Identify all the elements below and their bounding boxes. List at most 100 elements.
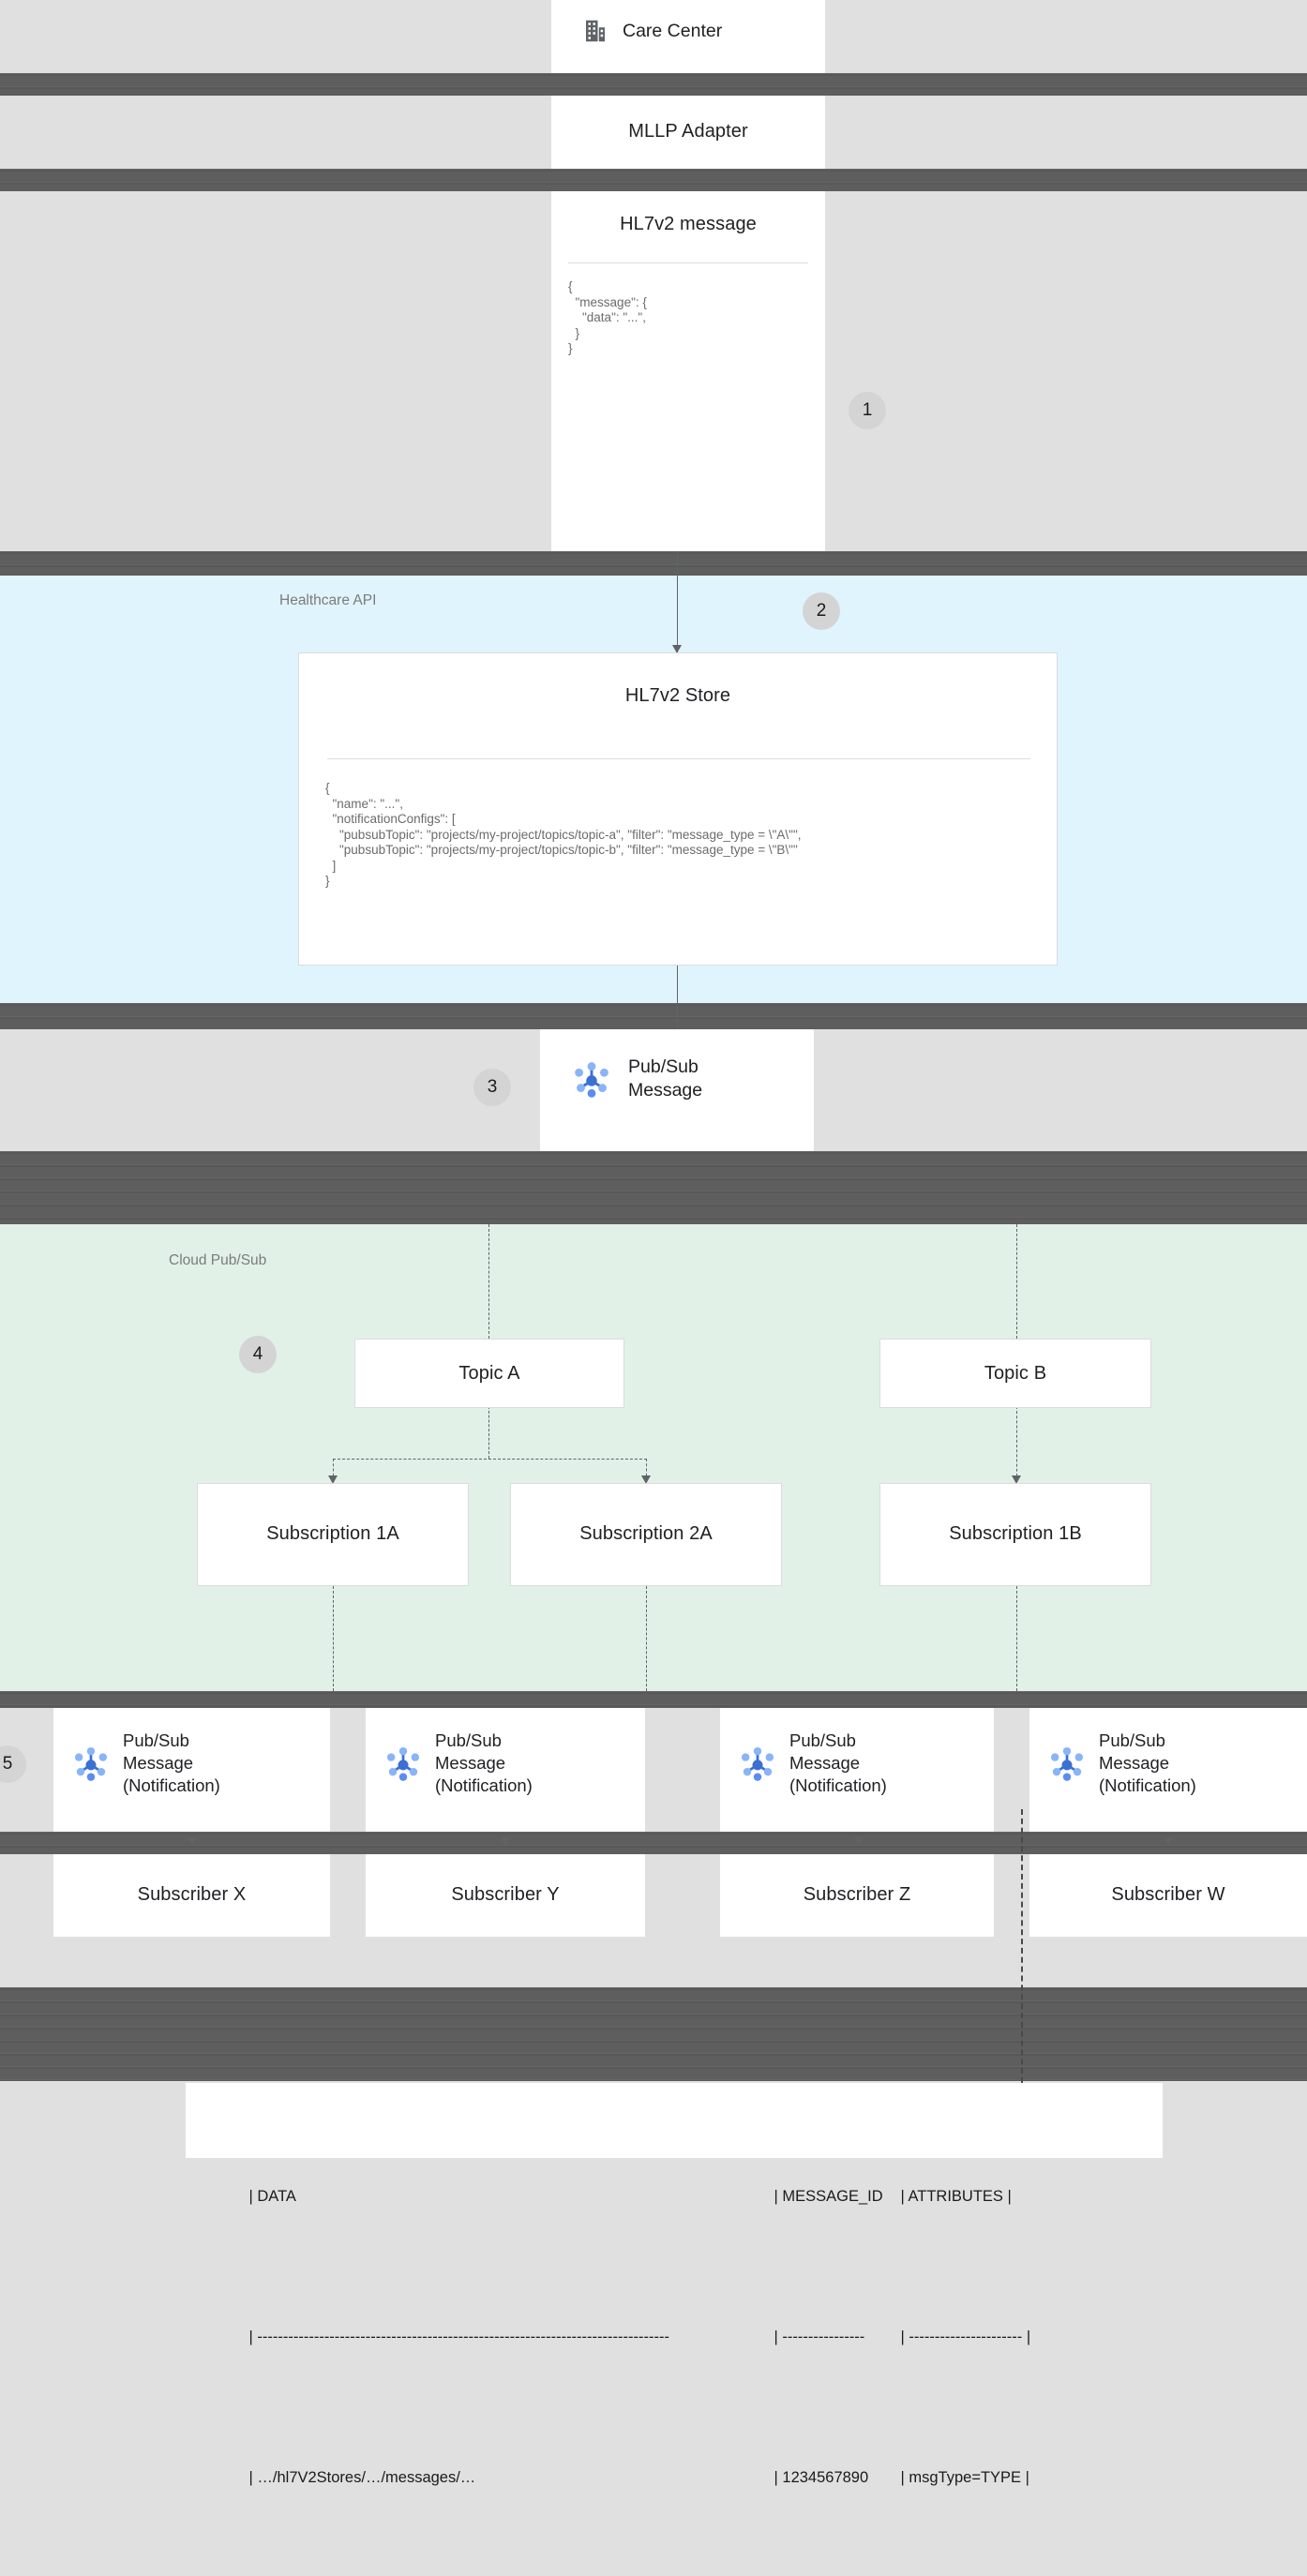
connector-sub1b-down <box>1016 1586 1017 1691</box>
subscriber-x-node[interactable]: Subscriber X <box>53 1854 330 1937</box>
notification-message-z[interactable]: Pub/Sub Message (Notification) <box>720 1708 994 1832</box>
notification-x-content: Pub/Sub Message (Notification) <box>70 1730 220 1797</box>
output-table-header-data: | DATA <box>248 2188 296 2205</box>
hl7v2-message-node[interactable]: HL7v2 message { "message": { "data": "..… <box>551 191 825 551</box>
notification-y-content: Pub/Sub Message (Notification) <box>383 1730 533 1797</box>
connector-topic-a-down <box>488 1406 489 1459</box>
building-icon <box>581 17 609 45</box>
notification-y-label: Pub/Sub Message (Notification) <box>435 1730 533 1795</box>
output-table-data-row: | …/hl7V2Stores/…/messages/… | 1234567890… <box>223 2435 1030 2520</box>
arrow-to-subscriber-y <box>501 1837 510 1846</box>
arrow-to-subscription-1a <box>328 1475 338 1484</box>
connector-pubsub-to-topic-a <box>488 1224 489 1339</box>
band-dark-5 <box>0 1151 1307 1224</box>
arrow-to-subscriber-w <box>1164 1837 1173 1846</box>
step-badge-1: 1 <box>849 392 886 429</box>
mllp-adapter-label: MLLP Adapter <box>628 121 748 142</box>
pubsub-icon <box>570 1057 613 1101</box>
subscriber-z-label: Subscriber Z <box>803 1884 911 1905</box>
band-dark-2 <box>0 169 1307 191</box>
topic-a-node[interactable]: Topic A <box>354 1339 624 1408</box>
arrow-to-subscription-2a <box>641 1475 651 1484</box>
cloud-pubsub-region <box>0 1224 1307 1691</box>
band-dark-8 <box>0 1987 1307 2081</box>
connector-pubsub-to-topic-b <box>1016 1224 1017 1339</box>
connector-sub2a-down <box>646 1586 647 1691</box>
pubsub-message-content: Pub/Sub Message <box>570 1056 702 1102</box>
subscriber-w-label: Subscriber W <box>1111 1884 1225 1905</box>
connector-store-to-pubsub <box>677 966 678 1059</box>
band-dark-4 <box>0 1003 1307 1029</box>
step-badge-3-label: 3 <box>487 1077 498 1097</box>
hl7v2-store-code: { "name": "...", "notificationConfigs": … <box>325 781 802 888</box>
hl7v2-message-code: { "message": { "data": "...", } } <box>568 279 647 355</box>
output-table-header-row: | DATA | MESSAGE_ID | ATTRIBUTES | <box>223 2154 1030 2239</box>
step-badge-3: 3 <box>473 1069 511 1106</box>
care-center-content: Care Center <box>581 17 722 45</box>
subscription-1b-node[interactable]: Subscription 1B <box>879 1483 1151 1586</box>
subscription-1b-label: Subscription 1B <box>949 1523 1082 1544</box>
notification-z-label: Pub/Sub Message (Notification) <box>789 1730 887 1795</box>
output-table-header-attributes: | ATTRIBUTES | <box>900 2188 1012 2205</box>
hl7v2-message-divider <box>568 262 808 263</box>
mllp-adapter-node[interactable]: MLLP Adapter <box>551 96 825 169</box>
arrow-to-hl7v2-store <box>672 645 682 653</box>
subscriber-w-node[interactable]: Subscriber W <box>1029 1854 1307 1937</box>
care-center-node[interactable]: Care Center <box>551 0 825 73</box>
notification-x-label: Pub/Sub Message (Notification) <box>123 1730 220 1795</box>
pubsub-icon <box>1046 1743 1088 1784</box>
band-dark-7 <box>0 1832 1307 1854</box>
subscription-1a-label: Subscription 1A <box>266 1523 399 1544</box>
subscription-2a-label: Subscription 2A <box>579 1523 713 1544</box>
healthcare-api-label: Healthcare API <box>279 592 377 608</box>
step-badge-2: 2 <box>803 592 840 630</box>
notification-message-y[interactable]: Pub/Sub Message (Notification) <box>366 1708 645 1832</box>
output-table-row-attributes: | msgType=TYPE | <box>900 2469 1029 2486</box>
output-table: | DATA | MESSAGE_ID | ATTRIBUTES | | -----… <box>223 2098 1031 2576</box>
notification-message-x[interactable]: Pub/Sub Message (Notification) <box>53 1708 330 1832</box>
hl7v2-store-node[interactable]: HL7v2 Store { "name": "...", "notificati… <box>298 652 1058 966</box>
output-table-separator-attributes: | ---------------------- | <box>900 2329 1031 2345</box>
subscription-1a-node[interactable]: Subscription 1A <box>197 1483 469 1586</box>
output-table-row-data: | …/hl7V2Stores/…/messages/… <box>248 2469 476 2486</box>
connector-subscriber-z-to-output <box>1021 1809 1023 2083</box>
hl7v2-store-divider <box>327 758 1030 759</box>
connector-message-to-store <box>677 551 678 652</box>
topic-b-node[interactable]: Topic B <box>879 1339 1151 1408</box>
output-table-separator-data: | --------------------------------------… <box>248 2329 669 2345</box>
output-table-node[interactable]: | DATA | MESSAGE_ID | ATTRIBUTES | | -----… <box>186 2083 1163 2486</box>
arrow-to-subscription-1b <box>1012 1475 1021 1484</box>
step-badge-4: 4 <box>239 1336 277 1373</box>
subscriber-y-node[interactable]: Subscriber Y <box>366 1854 645 1937</box>
band-dark-6 <box>0 1691 1307 1708</box>
output-table-separator-message-id: | ---------------- <box>774 2329 865 2345</box>
connector-to-subscription-2a <box>646 1459 647 1481</box>
arrow-to-subscriber-x <box>188 1837 197 1846</box>
pubsub-message-label: Pub/Sub Message <box>628 1056 703 1101</box>
cloud-pubsub-label: Cloud Pub/Sub <box>169 1252 267 1268</box>
hl7v2-store-title: HL7v2 Store <box>624 685 731 706</box>
connector-sub1a-down <box>333 1586 334 1691</box>
hl7v2-message-title: HL7v2 message <box>620 214 757 234</box>
pubsub-message-node[interactable]: Pub/Sub Message <box>540 1029 814 1151</box>
connector-to-subscription-1a <box>333 1459 334 1481</box>
notification-z-content: Pub/Sub Message (Notification) <box>737 1730 887 1797</box>
band-dark-3 <box>0 551 1307 576</box>
pubsub-icon <box>70 1743 112 1784</box>
pubsub-icon <box>383 1743 424 1784</box>
subscriber-z-node[interactable]: Subscriber Z <box>720 1854 994 1937</box>
band-dark-1 <box>0 73 1307 96</box>
subscriber-y-label: Subscriber Y <box>451 1884 560 1905</box>
notification-message-w[interactable]: Pub/Sub Message (Notification) <box>1029 1708 1307 1832</box>
topic-a-label: Topic A <box>458 1363 520 1384</box>
output-table-header-message-id: | MESSAGE_ID <box>774 2188 883 2205</box>
subscription-2a-node[interactable]: Subscription 2A <box>510 1483 782 1586</box>
notification-w-content: Pub/Sub Message (Notification) <box>1046 1730 1196 1797</box>
output-table-separator-row: | --------------------------------------… <box>223 2295 1031 2379</box>
connector-topic-a-split <box>333 1459 647 1460</box>
care-center-label: Care Center <box>623 20 723 41</box>
output-table-row-message-id: | 1234567890 <box>774 2469 869 2486</box>
arrow-to-subscriber-z <box>854 1837 864 1846</box>
notification-w-label: Pub/Sub Message (Notification) <box>1099 1730 1196 1795</box>
subscriber-x-label: Subscriber X <box>137 1884 247 1905</box>
